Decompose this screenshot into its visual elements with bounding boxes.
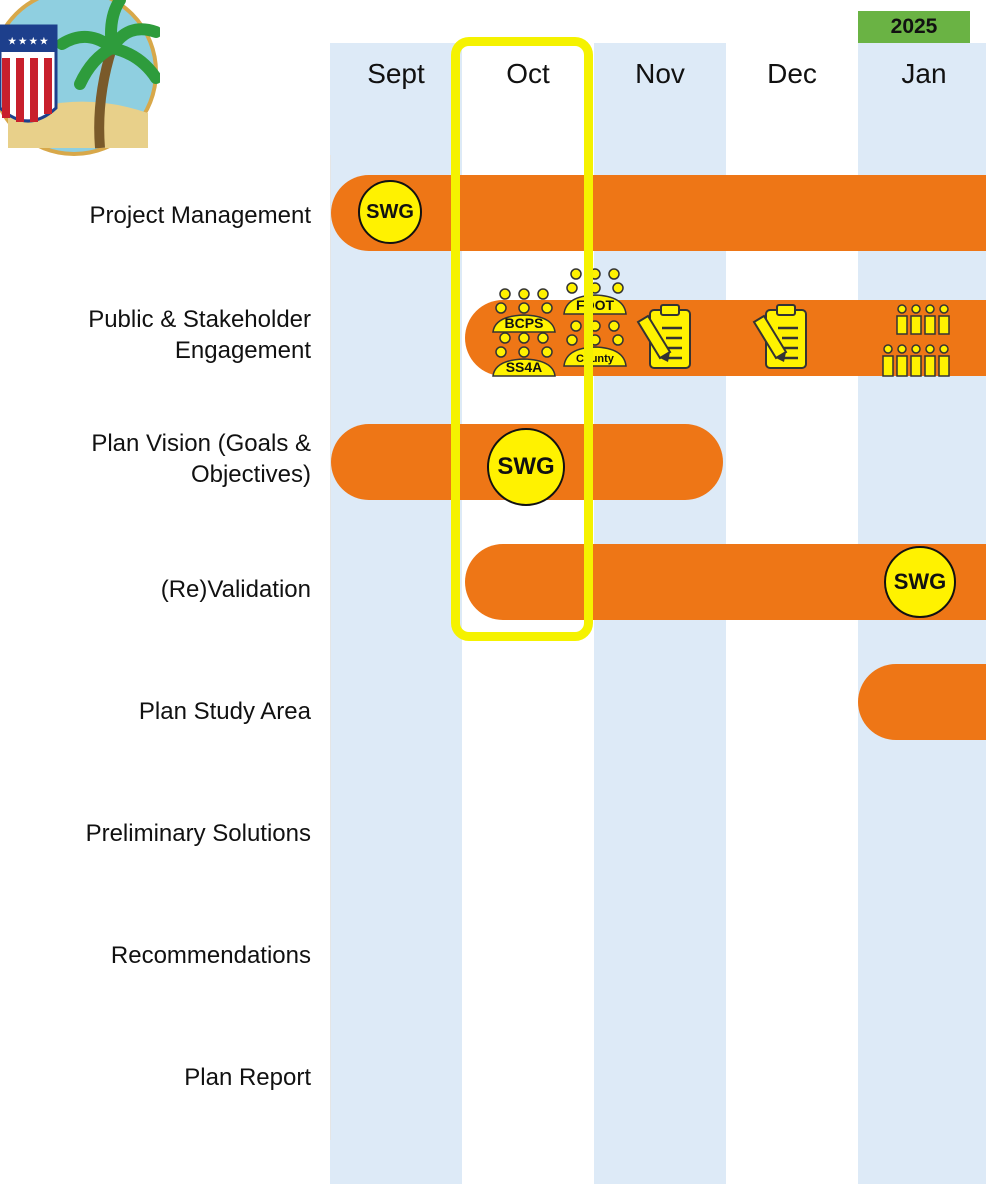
row-label-plan-vision: Plan Vision (Goals &Objectives) [91,430,311,488]
year-badge: 2025 [858,11,970,43]
meeting-group-label: BCPS [504,315,544,331]
city-logo: ★ ★ ★ ★ [0,0,162,156]
meeting-group-bcps: BCPS [491,286,557,334]
month-jan: Jan [901,58,947,89]
survey-clipboard-icon [752,302,812,377]
month-sept: Sept [367,58,425,89]
row-label-recommendations: Recommendations [110,942,311,969]
public-workshop-people-icon [880,300,960,391]
meeting-group-label: SS4A [505,359,543,375]
month-nov: Nov [635,58,685,89]
divider-line [330,155,331,1140]
swg-milestone-revalidation: SWG [884,546,956,618]
row-label-preliminary-solutions: Preliminary Solutions [85,820,311,847]
bar-plan-study-area [858,664,986,740]
current-month-highlight [451,37,593,641]
row-label-plan-report: Plan Report [184,1064,311,1091]
row-label-revalidation: (Re)Validation [160,576,311,603]
swg-milestone-project-management: SWG [358,180,422,244]
bar-project-management [331,175,986,251]
meeting-group-ss4a: SS4A [491,330,557,378]
swg-milestone-plan-vision: SWG [487,428,565,506]
survey-clipboard-icon [636,302,696,377]
row-label-project-management: Project Management [89,202,311,229]
month-dec: Dec [767,58,817,89]
month-oct: Oct [506,58,550,89]
row-label-plan-study-area: Plan Study Area [138,698,311,725]
svg-text:★ ★ ★ ★: ★ ★ ★ ★ [8,36,49,46]
